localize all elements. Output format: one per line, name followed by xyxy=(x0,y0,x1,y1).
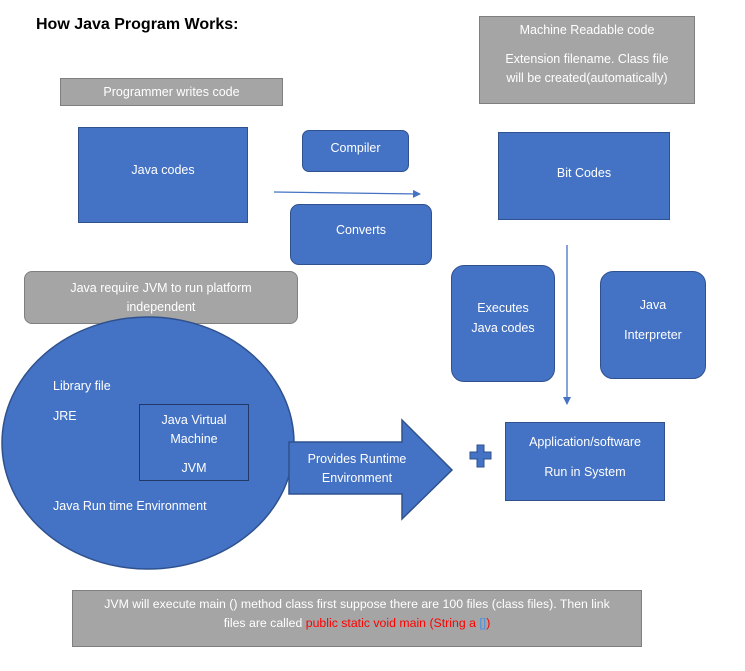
compile-arrow xyxy=(273,189,421,198)
runtime-arrow-text: Provides Runtime Environment xyxy=(292,450,422,488)
machine-readable-extension: Extension filename. Class file xyxy=(505,52,669,66)
jvm-box: Java Virtual Machine JVM xyxy=(139,404,249,481)
jre-label: JRE xyxy=(53,409,77,423)
interpreter-line2: Interpreter xyxy=(624,328,682,342)
executes-line2: Java codes xyxy=(471,320,535,335)
bottom-note-files-called: files are called xyxy=(223,616,306,630)
bottom-note-line1: JVM will execute main () method class fi… xyxy=(104,597,610,611)
java-runtime-env-label: Java Run time Environment xyxy=(53,499,207,513)
bit-codes-box: Bit Codes xyxy=(498,132,670,220)
runtime-block-arrow xyxy=(288,418,454,521)
diagram-title: How Java Program Works: xyxy=(36,16,239,33)
machine-readable-created: will be created(automatically) xyxy=(506,71,668,85)
runtime-arrow-line1: Provides Runtime xyxy=(307,452,407,466)
bottom-note-line2: files are called public static void main… xyxy=(73,614,641,633)
converts-box: Converts xyxy=(290,204,432,265)
jvm-required-line2: independent xyxy=(126,299,196,314)
java-codes-box: Java codes xyxy=(78,127,248,223)
interpreter-line1: Java xyxy=(639,298,667,312)
application-line1: Application/software xyxy=(529,435,641,449)
application-line2: Run in System xyxy=(544,465,626,479)
jvm-line3: JVM xyxy=(181,461,207,475)
programmer-box: Programmer writes code xyxy=(60,78,283,106)
application-box: Application/software Run in System xyxy=(505,422,665,501)
compiler-label: Compiler xyxy=(330,141,381,155)
compiler-box: Compiler xyxy=(302,130,409,172)
closing-paren: ) xyxy=(486,616,491,630)
converts-label: Converts xyxy=(335,222,387,237)
programmer-label: Programmer writes code xyxy=(103,84,240,99)
executes-box: Executes Java codes xyxy=(451,265,555,382)
bottom-note: JVM will execute main () method class fi… xyxy=(72,590,642,647)
bit-codes-label: Bit Codes xyxy=(556,166,612,180)
jvm-line2: Machine xyxy=(170,432,218,446)
machine-readable-box: Machine Readable code Extension filename… xyxy=(479,16,695,104)
plus-icon xyxy=(469,444,492,468)
jvm-required-line1: Java require JVM to run platform xyxy=(70,280,252,295)
runtime-arrow-line2: Environment xyxy=(321,471,393,485)
executes-line1: Executes xyxy=(477,300,529,315)
main-method-signature: public static void main (String a xyxy=(305,616,480,630)
jvm-line1: Java Virtual xyxy=(161,413,227,427)
interpreter-box: Java Interpreter xyxy=(600,271,706,379)
machine-readable-title: Machine Readable code xyxy=(519,23,655,37)
library-file-label: Library file xyxy=(53,379,111,393)
java-codes-label: Java codes xyxy=(131,163,195,177)
array-brackets-link[interactable]: [] xyxy=(479,616,487,630)
